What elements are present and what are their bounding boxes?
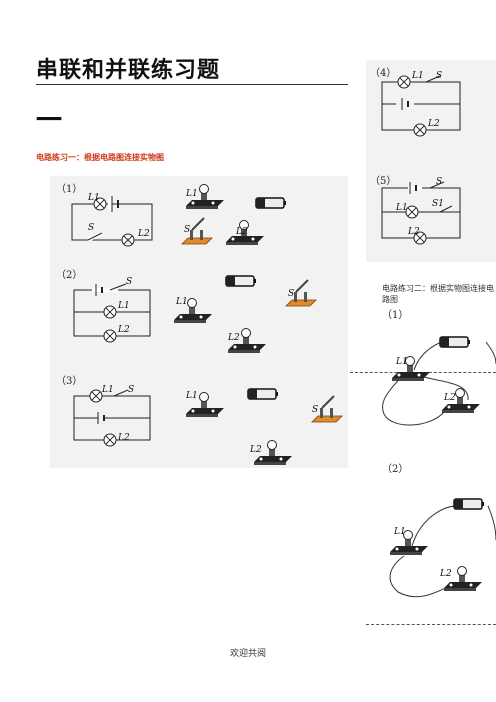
problem-3-label: （3） [56,376,83,387]
svg-text:S: S [436,71,442,81]
switch-symbol-icon [87,232,103,241]
svg-text:L2: L2 [443,393,456,403]
svg-text:S: S [312,405,318,415]
section2-heading: 电路练习二：根据实物图连接电路图 [382,284,494,304]
title-rule [36,84,348,85]
svg-text:L2: L2 [439,569,452,579]
label-L2: L2 [137,229,150,239]
svg-text:S1: S1 [432,199,444,209]
svg-text:S: S [184,225,190,235]
svg-text:S: S [288,289,294,299]
svg-text:L1: L1 [101,385,114,395]
problem-1-label: （1） [56,184,83,195]
svg-text:L2: L2 [407,227,420,237]
svg-text:L2: L2 [249,445,262,455]
svg-text:L2: L2 [117,433,130,443]
page-title: 串联和并联练习题 [36,57,221,83]
svg-text:L1: L1 [175,297,188,307]
svg-text:S: S [436,177,442,187]
right-exercise-panel [366,60,496,262]
svg-text:L1: L1 [117,301,130,311]
problem-5-label: （5） [370,176,397,187]
svg-text:L2: L2 [227,333,240,343]
svg-text:L2: L2 [427,119,440,129]
problem-4-label: （4） [370,68,397,79]
svg-text:L1: L1 [185,189,198,199]
page-footer: 欢迎共阅 [229,649,266,659]
svg-text:L1: L1 [395,357,408,367]
dashed-divider-bottom [366,624,496,625]
exercise2-1-label: （1） [382,310,409,321]
svg-text:L1: L1 [395,203,408,213]
svg-text:L1: L1 [411,71,424,81]
svg-text:S: S [128,385,134,395]
section1-heading: 电路练习一：根据电路图连接实物图 [36,152,164,162]
exercise2-2-label: （2） [382,464,409,475]
svg-text:S: S [126,277,132,287]
svg-text:L2: L2 [235,227,248,237]
problem-2-label: （2） [56,270,83,281]
label-L1: L1 [87,193,100,203]
svg-text:L1: L1 [393,527,406,537]
svg-text:L2: L2 [117,325,130,335]
label-S: S [88,223,94,233]
section-number: 一 [36,106,63,136]
svg-text:L1: L1 [185,391,198,401]
